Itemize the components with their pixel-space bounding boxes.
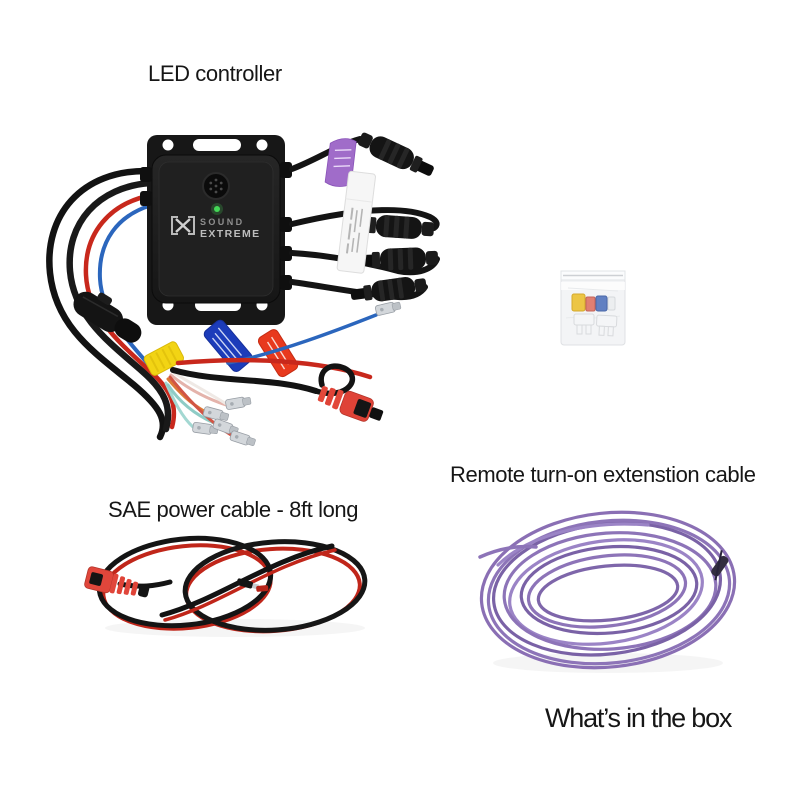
cable-ports xyxy=(140,162,292,290)
led-controller-label: LED controller xyxy=(148,61,282,86)
speaker-grille-icon xyxy=(202,172,230,200)
remote-cable-image xyxy=(468,495,763,685)
brand-x-icon xyxy=(171,216,195,235)
sae-connector xyxy=(84,566,150,598)
fuse-bag xyxy=(560,270,626,346)
wire-end xyxy=(478,544,538,559)
fuses xyxy=(571,293,618,337)
fuse-holder xyxy=(73,291,142,343)
brand-line1: SOUND xyxy=(200,217,245,227)
led-controller-image: SOUND EXTREME xyxy=(18,105,468,470)
sae-power-cable-label: SAE power cable - 8ft long xyxy=(108,497,359,522)
brand-line2: EXTREME xyxy=(200,228,261,240)
controller-box: SOUND EXTREME xyxy=(140,135,292,325)
sae-connector xyxy=(317,386,384,422)
yellow-heat-shrink xyxy=(143,341,185,376)
fuse-bag-image xyxy=(548,256,640,356)
cable-end-terminals xyxy=(236,578,269,592)
purple-wire-coil xyxy=(478,510,737,670)
coil-tie xyxy=(711,550,729,581)
status-led-icon xyxy=(211,203,223,215)
brand-logo: SOUND EXTREME xyxy=(171,216,261,240)
page-title: What’s in the box xyxy=(545,703,732,733)
blue-label-flag xyxy=(203,319,253,372)
sae-power-cable-image xyxy=(70,520,385,650)
sae-pigtail xyxy=(170,357,384,422)
remote-cable-label: Remote turn-on extenstion cable xyxy=(450,462,756,487)
white-spec-tag xyxy=(336,170,376,274)
